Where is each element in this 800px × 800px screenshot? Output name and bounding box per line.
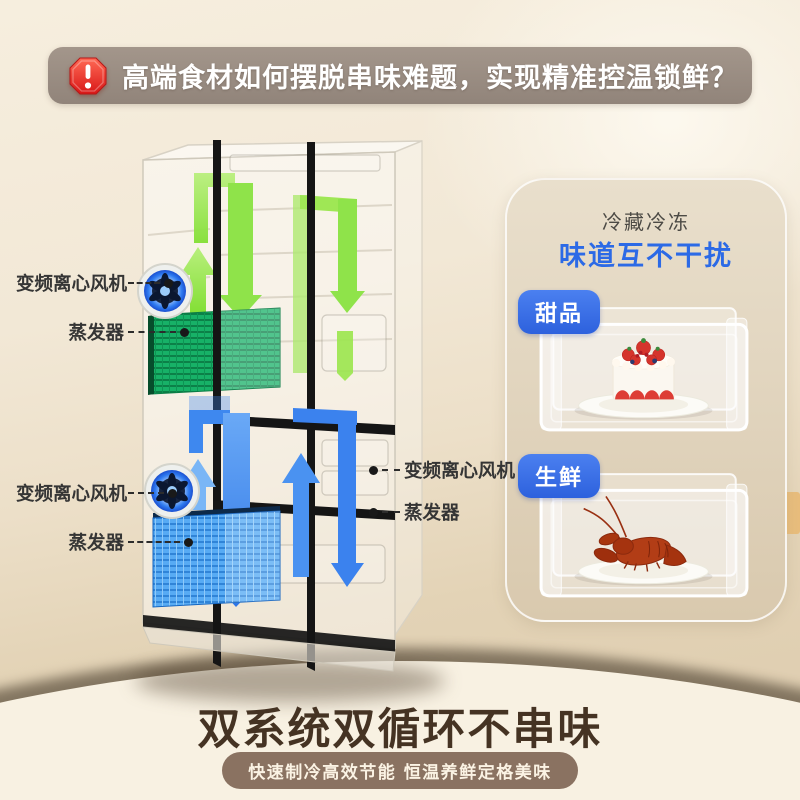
callout-top-fan-label: 变频离心风机: [16, 274, 128, 295]
bottom-evaporator: [152, 506, 281, 608]
leader-dot: [369, 465, 378, 475]
alert-octagon-icon: [69, 57, 107, 94]
dessert-drawer-illustration: [539, 307, 749, 432]
leader-dot: [184, 537, 193, 547]
callout-top-evaporator: 蒸发器: [16, 321, 189, 344]
callout-bottom-fan-label: 变频离心风机: [16, 484, 128, 505]
fresh-drawer-illustration: [539, 473, 749, 598]
callout-top-evaporator-label: 蒸发器: [68, 323, 124, 344]
fridge-plinth: [142, 626, 396, 672]
callout-bottom-evaporator-label: 蒸发器: [68, 533, 124, 554]
dessert-badge: 甜品: [518, 290, 601, 334]
fridge-cutaway-illustration: [137, 140, 423, 672]
leader-line: [382, 511, 400, 513]
lobster-illustration: [583, 496, 687, 572]
callout-top-fan: 变频离心风机: [16, 272, 173, 295]
top-fan-icon: [137, 263, 193, 319]
leader-line: [128, 282, 160, 284]
callout-right-evaporator-label: 蒸发器: [404, 503, 460, 524]
callout-right-fan: 变频离心风机: [369, 459, 516, 482]
card-heading: 冷藏冷冻: [602, 210, 690, 234]
fresh-badge: 生鲜: [518, 454, 601, 498]
footer-title: 双系统双循环不串味: [197, 705, 603, 755]
leader-dot: [168, 488, 177, 498]
leader-dot: [164, 278, 173, 288]
callout-right-fan-label: 变频离心风机: [404, 461, 516, 482]
question-banner: 高端食材如何摆脱串味难题，实现精准控温锁鲜？: [48, 47, 752, 104]
leader-dot: [369, 507, 378, 517]
banner-text: 高端食材如何摆脱串味难题，实现精准控温锁鲜？: [122, 63, 738, 94]
leader-dot: [180, 327, 189, 337]
callout-bottom-evaporator: 蒸发器: [16, 531, 193, 554]
callout-right-evaporator: 蒸发器: [369, 501, 460, 524]
callout-bottom-fan: 变频离心风机: [16, 482, 177, 505]
compartments-card: 冷藏冷冻 味道互不干扰 甜品: [505, 178, 787, 622]
leader-line: [128, 492, 164, 494]
card-title: 味道互不干扰: [559, 241, 733, 272]
footer-subtitle-pill: 快速制冷高效节能 恒温养鲜定格美味: [222, 752, 578, 789]
leader-line: [128, 331, 176, 333]
leader-line: [382, 469, 400, 471]
strawberry-cake-illustration: [611, 338, 676, 400]
leader-line: [128, 541, 180, 543]
